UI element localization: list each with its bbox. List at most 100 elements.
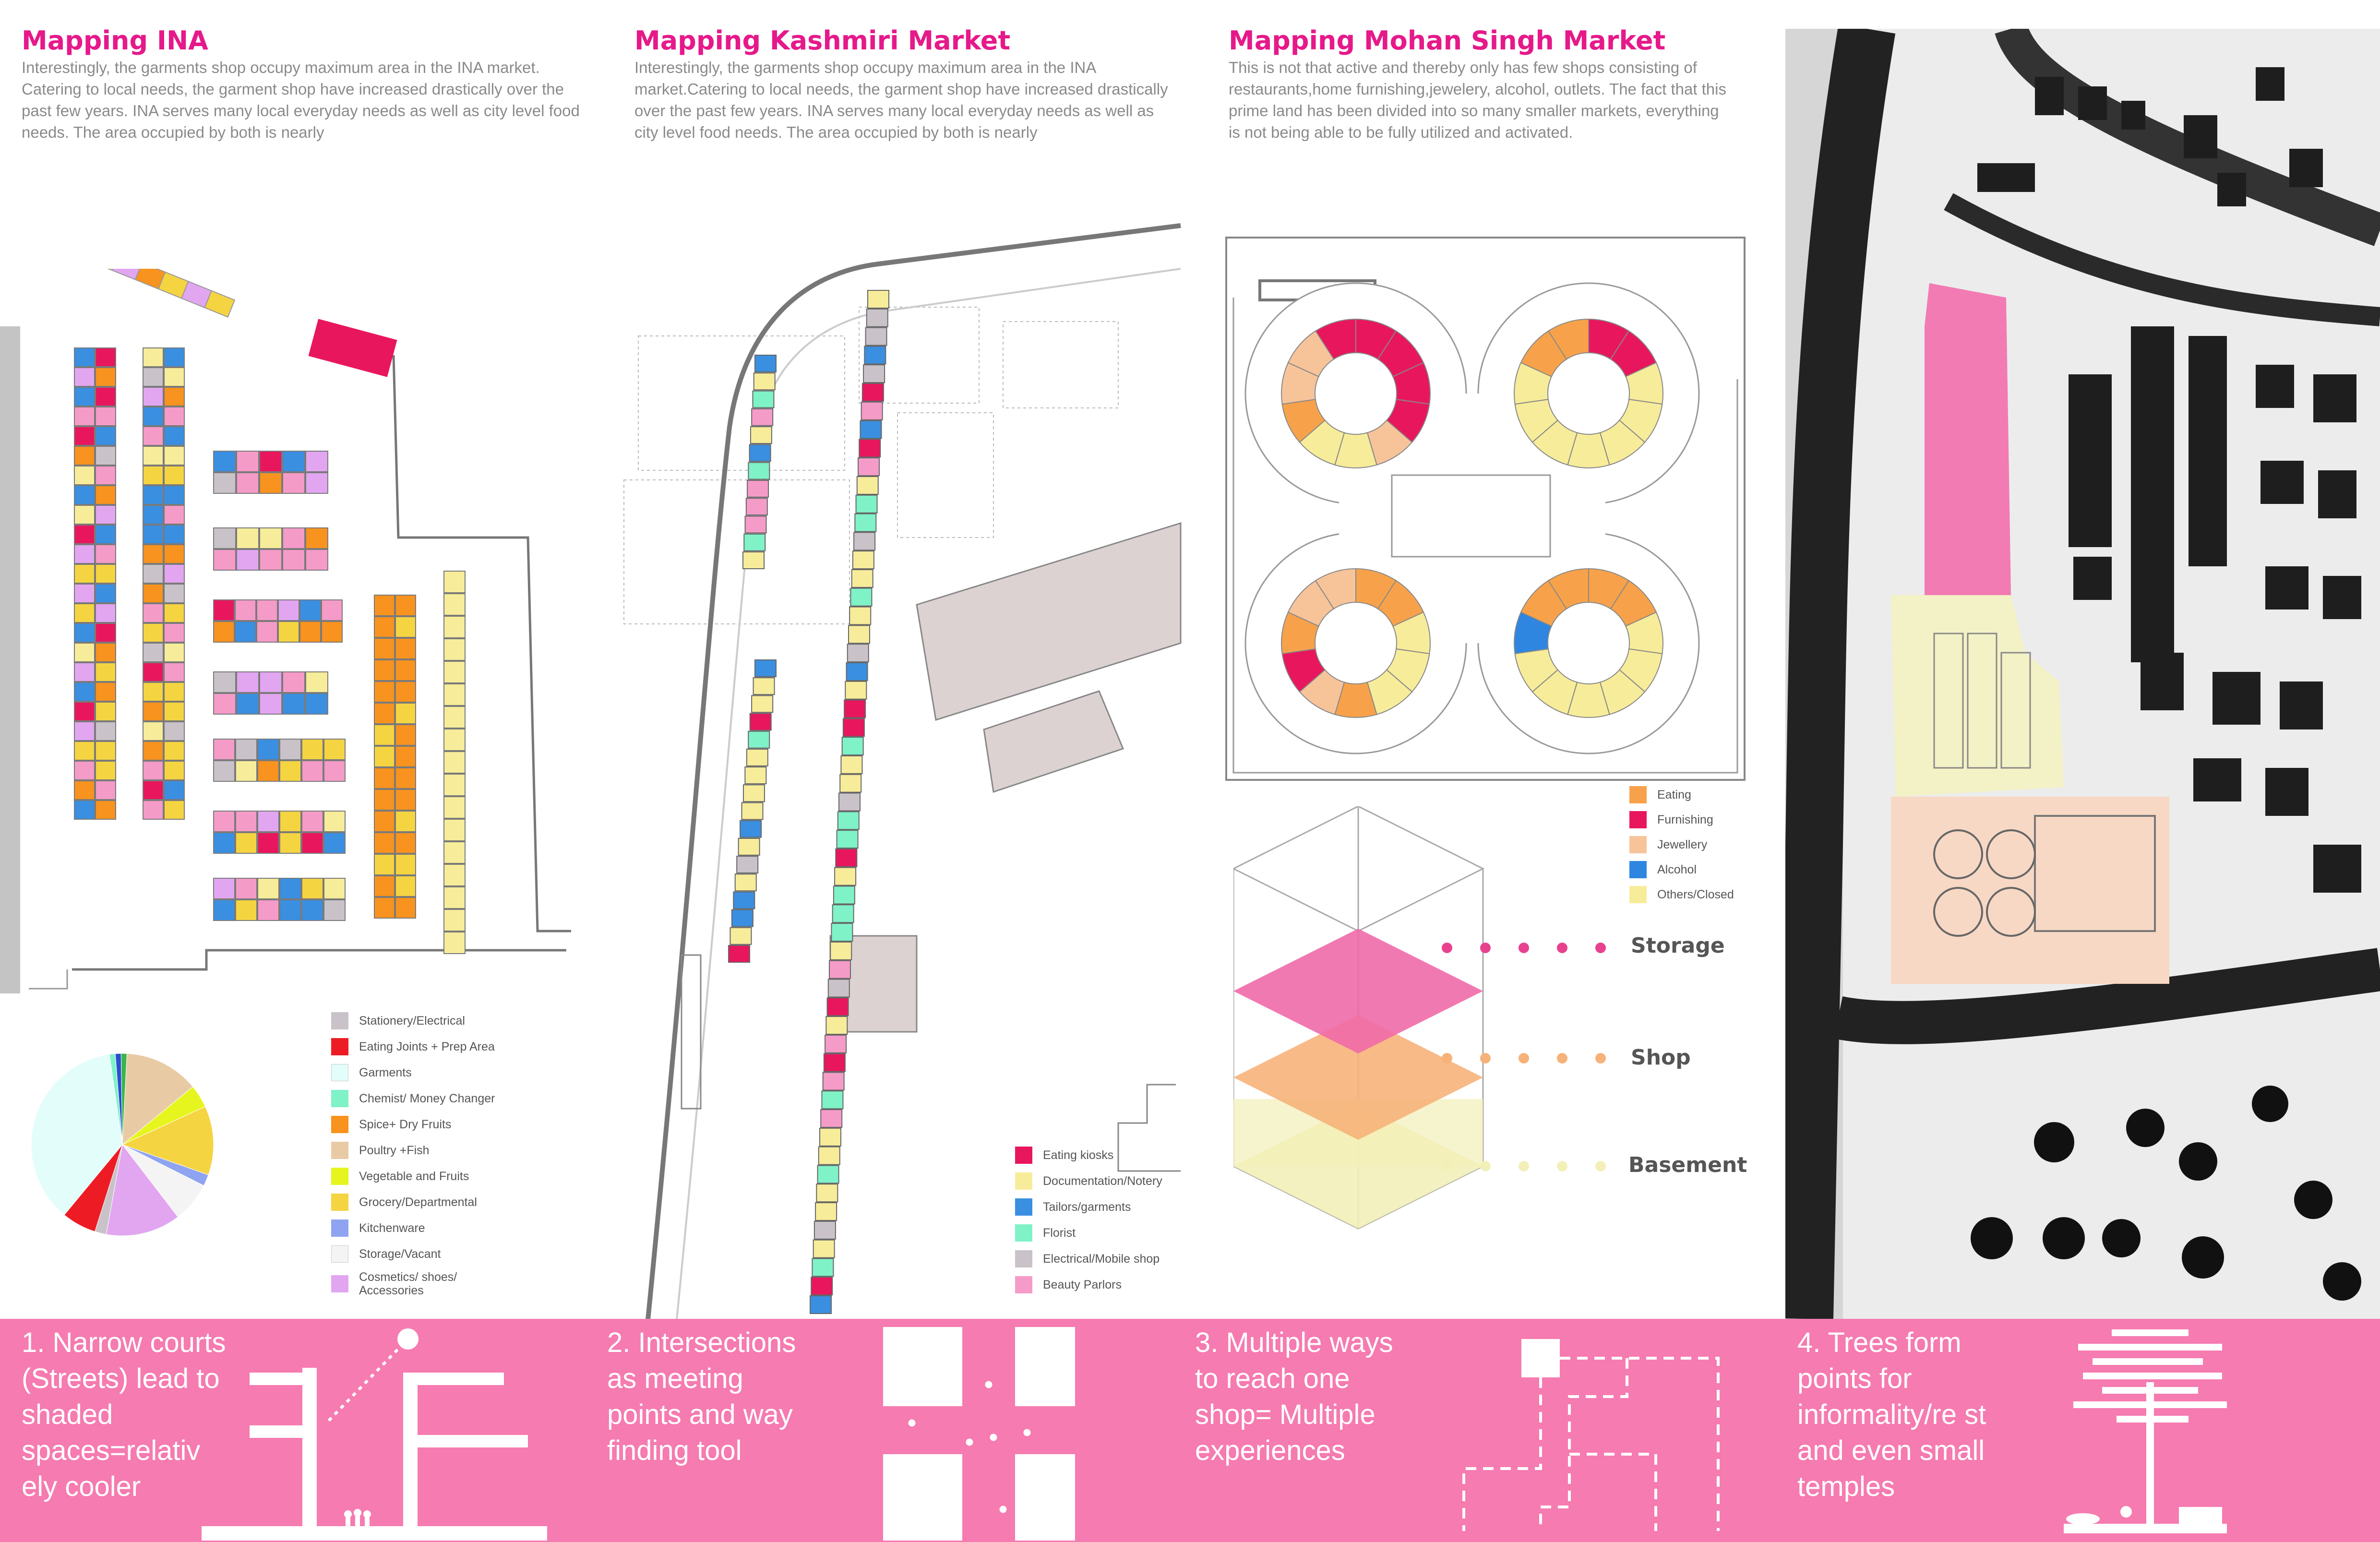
shop-cell [734,873,757,892]
shop-cell [74,800,95,820]
shop-cell [395,595,416,616]
shop-cell [164,426,185,446]
shop-cell [279,739,301,760]
shop-cell [164,643,185,662]
shop-cell [815,1202,837,1221]
mohan-layer-diagram [1233,806,1606,1230]
kashmiri-building [983,690,1124,793]
mohan-legend-item: Eating [1629,782,1734,807]
shop-cell [74,406,95,426]
shop-cell [744,515,767,534]
shop-cell [299,599,321,621]
shop-cell [143,702,164,721]
shop-cell [812,1258,834,1277]
shop-cell [443,864,466,886]
shop-cell [235,899,257,921]
shop-cell [257,832,279,854]
legend-label: Chemist/ Money Changer [359,1092,495,1105]
shop-cell [395,724,416,746]
shop-cell [74,446,95,466]
shop-cell [305,472,328,494]
shop-cell [74,367,95,387]
shop-cell [841,737,864,756]
shop-cell [839,774,862,793]
legend-swatch [331,1219,348,1237]
shop-cell [95,702,116,721]
legend-swatch [1015,1250,1032,1267]
shop-cell [279,899,301,921]
legend-label: Cosmetics/ shoes/ Accessories [359,1270,457,1297]
shop-cell [826,997,849,1016]
shop-cell [257,899,279,921]
shop-cell [443,593,466,616]
shop-cell [742,551,765,569]
kashmiri-side-bar [681,954,702,1110]
legend-label: Garments [359,1066,412,1079]
shop-cell [736,856,759,874]
shop-cell [213,760,235,782]
shop-cell [819,1127,841,1147]
legend-swatch [1629,836,1647,853]
shop-cell [751,695,774,713]
ina-description: Interestingly, the garments shop occupy … [22,59,580,141]
shop-cell [282,693,305,715]
legend-label: Others/Closed [1657,888,1734,901]
ina-legend-item: Chemist/ Money Changer [331,1086,513,1112]
intersection-icon [883,1327,1075,1541]
map-bottom-road [1833,948,2380,1044]
shop-cell [832,904,854,923]
shop-cell [321,621,343,643]
mohan-legend-item: Alcohol [1629,857,1734,882]
shop-cell [443,909,466,932]
ina-diagonal-strip [88,269,236,318]
shop-cell [74,387,95,406]
legend-label: Storage/Vacant [359,1247,441,1261]
shop-cell [95,505,116,525]
map-stalls [1933,633,2031,769]
shop-cell [74,741,95,761]
map-main-road [1785,29,1896,1319]
aerial-site-map [1785,29,2380,1319]
shop-cell [74,761,95,780]
shop-cell [731,909,753,927]
shop-cell [837,811,860,830]
shop-cell [164,446,185,466]
legend-label: Documentation/Notery [1043,1174,1162,1188]
legend-label: Furnishing [1657,813,1713,826]
shop-cell [395,811,416,832]
shop-cell [259,671,282,693]
legend-label: Poultry +Fish [359,1144,430,1157]
shop-cell [213,878,235,899]
shop-cell [164,721,185,741]
shop-cell [143,426,164,446]
shop-cell [838,792,861,812]
shop-cell [143,564,164,584]
legend-label: Alcohol [1657,863,1697,876]
pie-slice [121,1106,214,1175]
legend-label: Stationery/Electrical [359,1014,465,1028]
shop-cell [143,525,164,544]
shop-cell [443,932,466,954]
shop-cell [374,875,395,897]
shop-cell [848,625,870,644]
shop-cell [813,1220,836,1240]
shop-cell [818,1146,840,1165]
shop-cell [323,832,346,854]
shop-cell [236,451,259,472]
shop-cell [213,599,235,621]
ring-shop-cell [1547,318,1589,360]
shop-cell [840,755,863,774]
shop-cell [213,451,236,472]
shop-cell [305,671,328,693]
shop-cell [257,739,279,760]
shop-cell [395,703,416,724]
narrow-court-icon [202,1328,547,1541]
shop-cell [143,544,164,564]
ina-shop-grid [74,347,466,954]
map-background [1785,29,2380,1319]
shop-cell [823,1053,846,1072]
kashmiri-description: Interestingly, the garments shop occupy … [634,59,1168,141]
shop-cell [74,662,95,682]
shop-cell [74,347,95,367]
shop-cell [257,811,279,832]
